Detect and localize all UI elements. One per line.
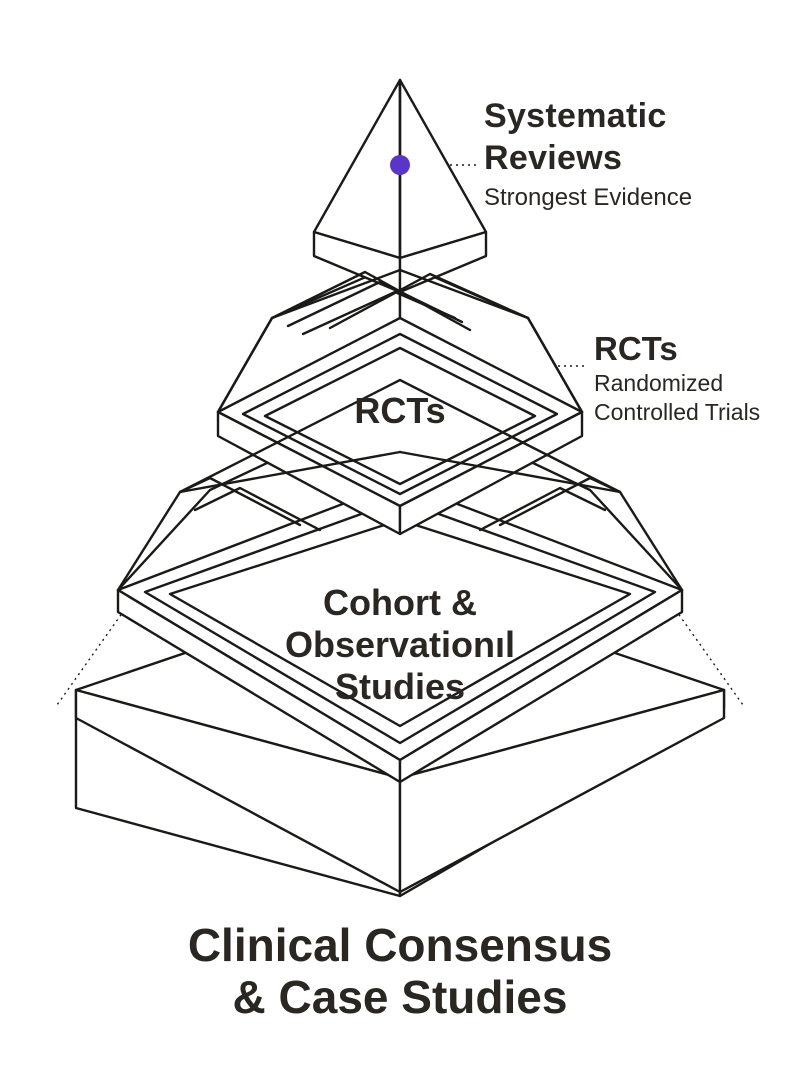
top-marker-dot (390, 155, 410, 175)
pyramid-shapes (74, 78, 726, 898)
tier2-plate-inner-panel (263, 346, 537, 486)
markers (390, 155, 410, 175)
top-right-face (398, 78, 488, 260)
level-third-line1: Cohort & (323, 582, 477, 623)
level-top-title-line1: Systematic (484, 97, 667, 135)
tier2-rail-a (270, 270, 472, 332)
guide-left-edge (56, 594, 136, 706)
tier3-left-rail-b (193, 486, 322, 532)
top-left-face (312, 78, 402, 260)
level-base-line1: Clinical Consensus (187, 919, 613, 971)
level-second-side-line1: Randomized (594, 370, 724, 396)
level-third-line2: Observationıl (284, 624, 516, 665)
tier3-plate-inner-panel (168, 518, 632, 728)
tier3-back-rim (178, 378, 622, 494)
level-base-line2: & Case Studies (232, 971, 568, 1023)
tier3-right-rail-a (498, 476, 622, 527)
level-top-subtitle: Strongest Evidence (484, 184, 693, 211)
level-second-side-title: RCTs (594, 330, 678, 367)
tier2-rail-d (328, 272, 530, 330)
guide-right-edge (664, 594, 744, 706)
tier3-plate-right-edge (398, 588, 684, 784)
pyramid-edges (116, 78, 684, 592)
level-second-center-label: RCTs (354, 390, 446, 431)
tier3-right-rail-b (478, 486, 607, 532)
tier3-left-rail-a (178, 476, 302, 527)
level-second-side-line2: Controlled Trials (594, 399, 761, 425)
level-top-title-line2: Reviews (484, 139, 623, 177)
base-right-face-front (398, 688, 726, 894)
level-third-line3: Studies (334, 666, 466, 707)
tier2-plate-right-edge (398, 410, 584, 536)
